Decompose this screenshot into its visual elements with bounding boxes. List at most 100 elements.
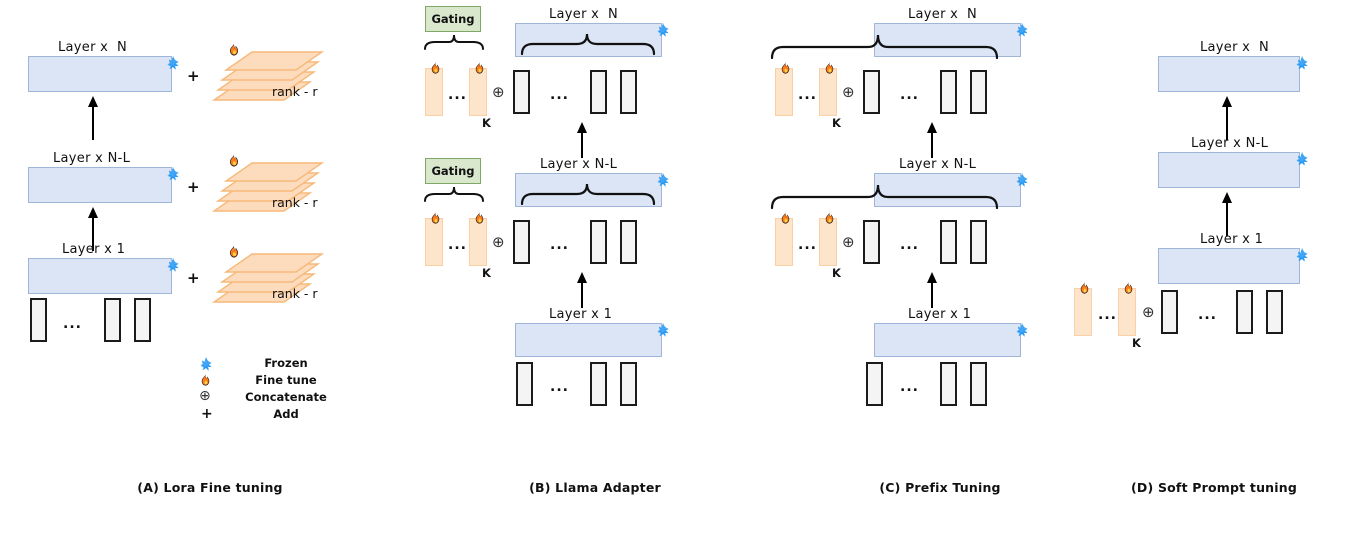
prompt-ellipsis-nl-c: ... bbox=[798, 237, 817, 253]
layer-box-nl-d bbox=[1158, 152, 1300, 188]
token-ellipsis-a: ... bbox=[63, 316, 82, 332]
input-token bbox=[1236, 290, 1253, 334]
input-token bbox=[863, 70, 880, 114]
frozen-icon bbox=[1012, 321, 1031, 340]
fine-tune-icon bbox=[226, 152, 242, 168]
attention-brace-nl-b bbox=[520, 183, 656, 206]
layer-box-1-a bbox=[28, 258, 172, 294]
layer-label-nl-b: Layer x N-L bbox=[540, 157, 618, 172]
prompt-ellipsis-n-b: ... bbox=[448, 87, 467, 103]
frozen-icon bbox=[196, 355, 218, 373]
panel-prefix-tuning: Layer x N ... K ⊕ ... Layer x N-L ... K … bbox=[770, 0, 1110, 533]
frozen-icon bbox=[1292, 54, 1311, 73]
layer-box-1-c bbox=[874, 323, 1021, 357]
rank-label-1-a: rank - r bbox=[272, 286, 318, 301]
fine-tune-icon bbox=[226, 243, 242, 259]
rank-label-nl-a: rank - r bbox=[272, 195, 318, 210]
prompt-count-label-nl-b: K bbox=[482, 266, 491, 280]
fine-tune-icon bbox=[1077, 280, 1093, 296]
token-ellipsis-1-c: ... bbox=[900, 379, 919, 395]
add-symbol-1-a: + bbox=[187, 269, 200, 287]
panel-lora-fine-tuning: Layer x N + rank - r Layer x N-L + bbox=[0, 0, 420, 533]
prompt-count-label-nl-c: K bbox=[832, 266, 841, 280]
layer-label-nl-c: Layer x N-L bbox=[899, 157, 977, 172]
input-token bbox=[104, 298, 121, 342]
input-token bbox=[863, 220, 880, 264]
fine-tune-icon bbox=[472, 210, 488, 226]
input-token bbox=[30, 298, 47, 342]
layer-label-n-c: Layer x N bbox=[908, 7, 978, 22]
input-token bbox=[1266, 290, 1283, 334]
panel-caption-a: (A) Lora Fine tuning bbox=[137, 480, 283, 495]
layer-label-1-d: Layer x 1 bbox=[1200, 232, 1264, 247]
input-token bbox=[970, 220, 987, 264]
flow-arrow-d-1 bbox=[1220, 96, 1234, 140]
fine-tune-icon bbox=[778, 210, 794, 226]
prompt-ellipsis-d: ... bbox=[1098, 307, 1117, 323]
add-icon: + bbox=[201, 406, 213, 422]
input-token bbox=[866, 362, 883, 406]
fine-tune-icon bbox=[472, 60, 488, 76]
fine-tune-icon bbox=[1121, 280, 1137, 296]
concat-icon: ⊕ bbox=[199, 388, 211, 404]
token-ellipsis-nl-c: ... bbox=[900, 237, 919, 253]
panel-llama-adapter: Gating Layer x N ... K ⊕ ... Gating Laye… bbox=[420, 0, 770, 533]
fine-tune-icon bbox=[822, 210, 838, 226]
layer-box-1-d bbox=[1158, 248, 1300, 284]
input-token bbox=[590, 70, 607, 114]
layer-box-n-a bbox=[28, 56, 172, 92]
add-symbol-nl-a: + bbox=[187, 178, 200, 196]
fine-tune-icon bbox=[822, 60, 838, 76]
fine-tune-icon bbox=[226, 41, 242, 57]
frozen-icon bbox=[1292, 246, 1311, 265]
input-token bbox=[590, 220, 607, 264]
layer-label-nl-d: Layer x N-L bbox=[1191, 136, 1269, 151]
token-ellipsis-1-b: ... bbox=[550, 379, 569, 395]
frozen-icon bbox=[653, 171, 672, 190]
flow-arrow-a-1 bbox=[86, 96, 100, 140]
token-ellipsis-nl-b: ... bbox=[550, 237, 569, 253]
fine-tune-icon bbox=[778, 60, 794, 76]
prompt-count-label-d: K bbox=[1132, 336, 1141, 350]
frozen-icon bbox=[1292, 150, 1311, 169]
lora-rank-stack-1-a bbox=[211, 250, 328, 308]
panel-caption-b: (B) Llama Adapter bbox=[529, 480, 661, 495]
fine-tune-icon bbox=[198, 372, 216, 389]
layer-label-n-d: Layer x N bbox=[1200, 40, 1270, 55]
input-token bbox=[590, 362, 607, 406]
gating-box-nl-b: Gating bbox=[425, 158, 481, 184]
token-ellipsis-n-b: ... bbox=[550, 87, 569, 103]
prompt-count-label-n-c: K bbox=[832, 116, 841, 130]
panel-caption-c: (C) Prefix Tuning bbox=[879, 480, 1001, 495]
lora-rank-stack-n-a bbox=[211, 48, 328, 106]
layer-box-n-d bbox=[1158, 56, 1300, 92]
layer-label-n-a: Layer x N bbox=[58, 40, 128, 55]
flow-arrow-c-2 bbox=[925, 272, 939, 308]
layer-label-1-b: Layer x 1 bbox=[549, 307, 613, 322]
frozen-icon bbox=[1012, 171, 1031, 190]
frozen-icon bbox=[653, 21, 672, 40]
input-token bbox=[940, 362, 957, 406]
token-ellipsis-n-c: ... bbox=[900, 87, 919, 103]
panel-caption-d: (D) Soft Prompt tuning bbox=[1130, 480, 1298, 495]
prompt-ellipsis-nl-b: ... bbox=[448, 237, 467, 253]
layer-box-n-b bbox=[515, 23, 662, 57]
prefix-brace-n-c bbox=[770, 33, 1010, 60]
input-token bbox=[970, 362, 987, 406]
concat-icon: ⊕ bbox=[1142, 303, 1155, 321]
flow-arrow-c-1 bbox=[925, 122, 939, 158]
concat-icon: ⊕ bbox=[842, 83, 855, 101]
panel-soft-prompt-tuning: Layer x N Layer x N-L Layer x 1 ... K ⊕ … bbox=[1060, 0, 1368, 533]
legend-label-fine-tune: Fine tune bbox=[255, 373, 317, 387]
flow-arrow-b-1 bbox=[575, 122, 589, 158]
flow-arrow-b-2 bbox=[575, 272, 589, 308]
fine-tune-icon bbox=[428, 60, 444, 76]
concat-icon: ⊕ bbox=[492, 233, 505, 251]
frozen-icon bbox=[653, 321, 672, 340]
legend-label-concatenate: Concatenate bbox=[245, 390, 327, 404]
gating-brace-n-b bbox=[423, 34, 485, 50]
input-token bbox=[940, 220, 957, 264]
input-token bbox=[1161, 290, 1178, 334]
input-token bbox=[516, 362, 533, 406]
gating-brace-nl-b bbox=[423, 186, 485, 202]
